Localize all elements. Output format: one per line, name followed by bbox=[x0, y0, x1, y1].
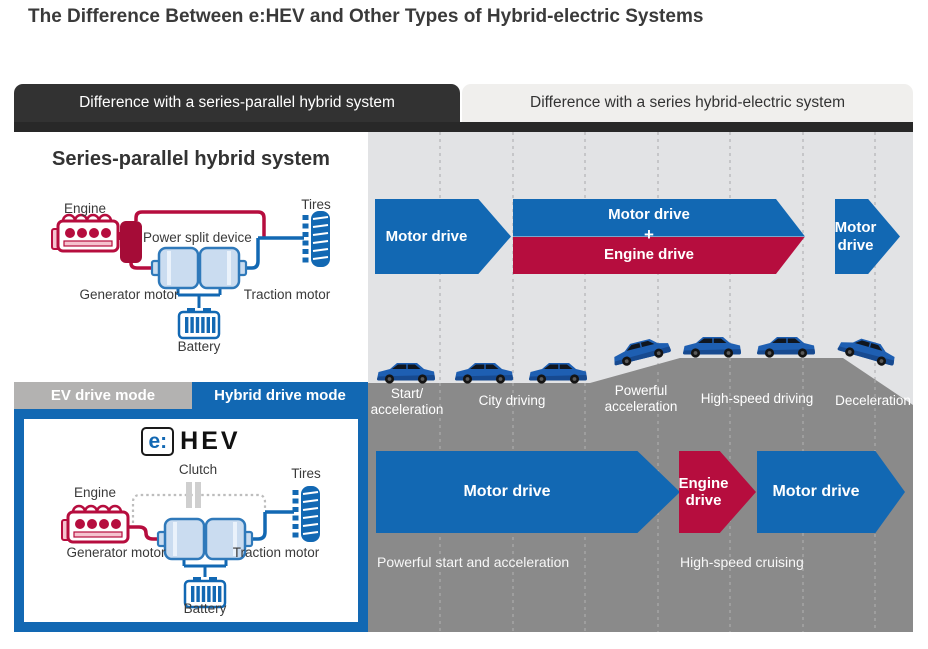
powersplit-generator-line bbox=[129, 262, 152, 270]
generator-motor-icon bbox=[150, 246, 200, 290]
sp-tires-label: Tires bbox=[301, 197, 331, 212]
ev-mode-label: EV drive mode bbox=[50, 387, 156, 404]
battery-lines bbox=[176, 288, 222, 308]
car-icon bbox=[454, 362, 514, 385]
car-icon bbox=[528, 362, 588, 385]
engine-half bbox=[513, 237, 805, 275]
battery-icon bbox=[177, 306, 221, 340]
ehev-traction-label: Traction motor bbox=[232, 545, 320, 560]
tab-ev-drive-mode[interactable]: EV drive mode bbox=[14, 382, 192, 409]
phase-label: Deceleration bbox=[835, 393, 911, 408]
motor-plus-engine-arrow: Motor drive + Engine drive bbox=[513, 199, 805, 274]
sp-generator-label: Generator motor bbox=[79, 287, 179, 302]
ehev-logo: e: HEV bbox=[24, 427, 358, 456]
phase-label: High-speed driving bbox=[700, 391, 814, 406]
ehev-logo-e-icon: e: bbox=[141, 427, 175, 456]
tab-series-parallel[interactable]: Difference with a series-parallel hybrid… bbox=[14, 84, 460, 122]
engine-icon bbox=[60, 504, 130, 544]
power-split-device bbox=[120, 221, 142, 263]
clutch-path bbox=[131, 493, 267, 523]
sp-traction-label: Traction motor bbox=[243, 287, 331, 302]
motor-drive-arrow-bottom-1: Motor drive bbox=[376, 451, 680, 533]
arrow-label: Engine drive bbox=[678, 474, 729, 509]
arrow-label: Motor drive bbox=[385, 228, 468, 245]
phase-label: Start/ acceleration bbox=[370, 386, 444, 418]
ehev-diagram bbox=[60, 482, 340, 609]
arrow-label: Engine drive bbox=[603, 246, 695, 263]
phase-label: City driving bbox=[478, 393, 546, 408]
arrow-label: Motor drive bbox=[834, 219, 877, 254]
page-title: The Difference Between e:HEV and Other T… bbox=[28, 6, 704, 27]
arrow-label: Motor drive bbox=[772, 483, 860, 500]
sp-engine-label: Engine bbox=[63, 201, 107, 216]
clutch-icon bbox=[186, 482, 192, 508]
engine-icon bbox=[50, 213, 120, 253]
ehev-engine-label: Engine bbox=[73, 485, 117, 500]
traction-tires-line bbox=[246, 236, 304, 270]
motor-half bbox=[513, 199, 805, 237]
caption-powerful-start: Powerful start and acceleration bbox=[377, 554, 570, 570]
sp-power-split-label: Power split device bbox=[143, 230, 252, 245]
series-parallel-heading: Series-parallel hybrid system bbox=[52, 148, 330, 170]
ehev-tires-label: Tires bbox=[291, 466, 321, 481]
battery-lines bbox=[182, 559, 228, 577]
tab-hybrid-drive-mode[interactable]: Hybrid drive mode bbox=[192, 382, 368, 409]
caption-high-speed: High-speed cruising bbox=[680, 554, 804, 570]
hybrid-mode-label: Hybrid drive mode bbox=[214, 387, 346, 404]
tire-icon bbox=[306, 211, 331, 267]
tab-underline-bar bbox=[14, 122, 913, 132]
ehev-logo-hev: HEV bbox=[180, 427, 241, 455]
tab-series-hybrid[interactable]: Difference with a series hybrid-electric… bbox=[462, 84, 913, 122]
tire-icon bbox=[296, 486, 321, 542]
tab-series-hybrid-label: Difference with a series hybrid-electric… bbox=[530, 94, 845, 111]
tab-series-parallel-label: Difference with a series-parallel hybrid… bbox=[79, 94, 395, 111]
sp-battery-label: Battery bbox=[177, 339, 221, 354]
phase-label: Powerful acceleration bbox=[604, 383, 678, 415]
car-icon bbox=[376, 362, 436, 385]
engine-power-line bbox=[134, 210, 266, 238]
traction-motor-icon bbox=[198, 246, 248, 290]
motor-drive-arrow-bottom-2: Motor drive bbox=[757, 451, 905, 533]
driving-phases-panel: Motor drive Motor drive + Engine drive M… bbox=[368, 132, 913, 632]
plus-sign: + bbox=[644, 225, 654, 244]
motor-drive-arrow-start: Motor drive bbox=[375, 199, 511, 274]
car-icon bbox=[756, 336, 816, 359]
engine-generator-line bbox=[126, 525, 158, 541]
series-parallel-diagram bbox=[50, 195, 340, 340]
arrow-label: Motor drive bbox=[608, 206, 690, 223]
car-icon bbox=[682, 336, 742, 359]
traction-tires-line bbox=[252, 510, 294, 541]
ehev-battery-label: Battery bbox=[183, 601, 227, 616]
ehev-generator-label: Generator motor bbox=[66, 545, 166, 560]
arrow-label: Motor drive bbox=[463, 483, 551, 500]
ehev-clutch-label: Clutch bbox=[178, 462, 218, 477]
